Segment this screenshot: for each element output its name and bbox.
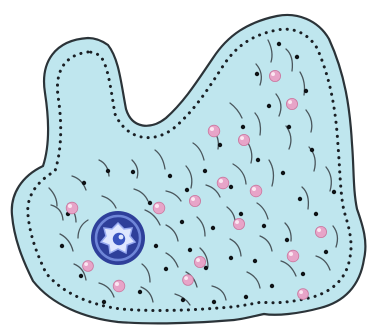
granule [154, 244, 158, 248]
granule [253, 259, 257, 263]
granule [164, 267, 168, 271]
granule [204, 266, 208, 270]
vesicle [113, 280, 125, 292]
granule [267, 104, 271, 108]
granule [295, 55, 299, 59]
granule [262, 224, 266, 228]
granule [239, 212, 243, 216]
granule [270, 284, 274, 288]
vesicle [183, 275, 194, 286]
granule [188, 248, 192, 252]
vesicle [217, 177, 229, 189]
granule [255, 72, 259, 76]
granule [304, 89, 308, 93]
granule [106, 169, 110, 173]
vesicle [298, 289, 309, 300]
granule [131, 170, 135, 174]
vesicle [287, 250, 299, 262]
vesicle [194, 256, 205, 267]
granule [148, 201, 152, 205]
vesicle [250, 185, 262, 197]
granule [241, 125, 245, 129]
vesicle [233, 218, 244, 229]
vesicle [208, 125, 220, 137]
vesicle [315, 226, 326, 237]
granule [218, 143, 222, 147]
granule [138, 290, 142, 294]
granule [314, 212, 318, 216]
granule [285, 238, 289, 242]
granule [203, 169, 207, 173]
vesicle [238, 134, 249, 145]
granule [60, 244, 64, 248]
granule [229, 256, 233, 260]
vesicle [286, 98, 297, 109]
granule [180, 220, 184, 224]
granule [281, 171, 285, 175]
granule [310, 148, 314, 152]
granule [324, 250, 328, 254]
granule [211, 226, 215, 230]
nucleus [91, 211, 145, 265]
nucleolus [113, 233, 125, 245]
granule [185, 188, 189, 192]
granule [287, 125, 291, 129]
granule [102, 300, 106, 304]
vesicle [189, 195, 200, 206]
granule [332, 190, 336, 194]
vesicle [83, 261, 94, 272]
granule [168, 174, 172, 178]
granule [181, 298, 185, 302]
granule [79, 274, 83, 278]
granule [298, 197, 302, 201]
vesicle [269, 70, 280, 81]
granule [301, 272, 305, 276]
granule [82, 181, 86, 185]
vesicle [153, 202, 165, 214]
granule [244, 295, 248, 299]
granule [256, 158, 260, 162]
granule [229, 185, 233, 189]
vesicle [66, 202, 78, 214]
granule [212, 300, 216, 304]
granule [277, 42, 281, 46]
nucleolus-highlight [119, 235, 124, 240]
